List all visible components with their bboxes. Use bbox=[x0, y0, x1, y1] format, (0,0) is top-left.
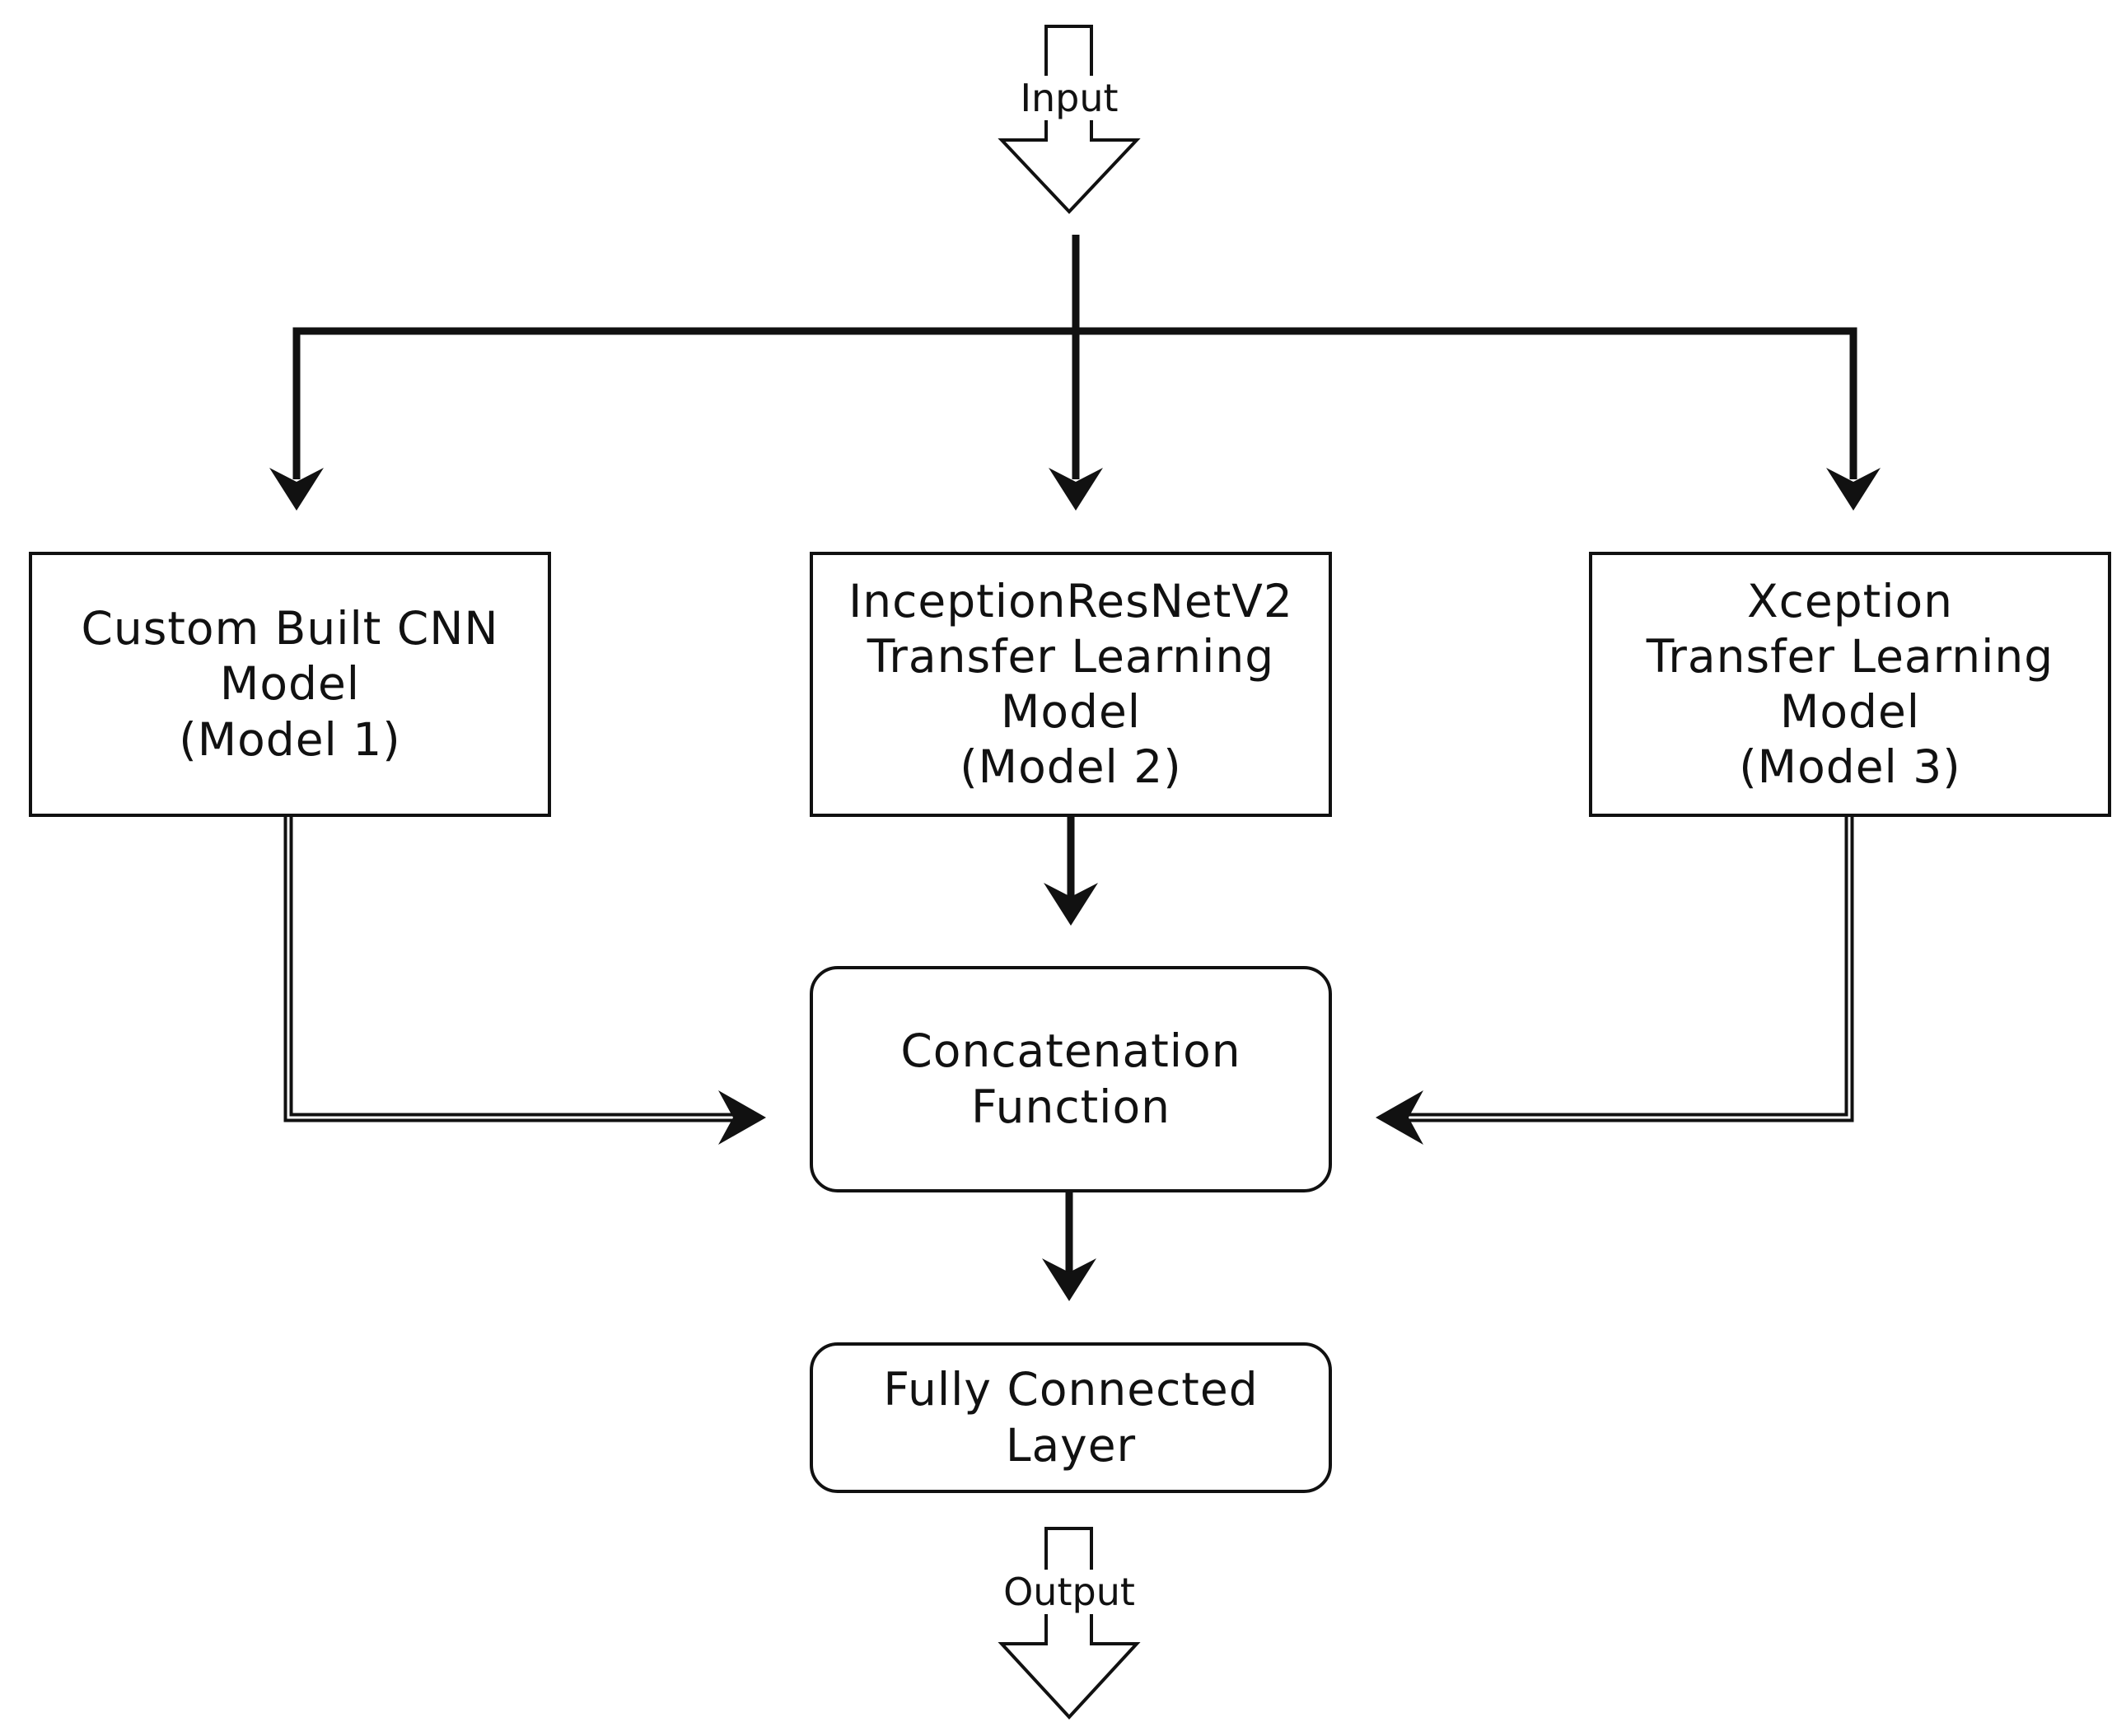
arrowhead-to-model3-icon bbox=[1826, 468, 1881, 511]
output-label: Output bbox=[1000, 1570, 1138, 1614]
fc-line1: Fully Connected bbox=[883, 1363, 1259, 1416]
model1-line2: Model bbox=[219, 657, 361, 711]
model1-line3: (Model 1) bbox=[179, 712, 401, 766]
concatenation-box: Concatenation Function bbox=[810, 966, 1332, 1192]
arrowhead-model3-to-concat-icon bbox=[1376, 1090, 1423, 1145]
model2-line1: InceptionResNetV2 bbox=[848, 574, 1293, 628]
model2-line2: Transfer Learning bbox=[867, 629, 1275, 683]
model3-line1: Xception bbox=[1746, 574, 1953, 628]
model3-box: Xception Transfer Learning Model (Model … bbox=[1589, 552, 2111, 817]
arrowhead-to-model2-icon bbox=[1049, 468, 1103, 511]
model1-box: Custom Built CNN Model (Model 1) bbox=[29, 552, 551, 817]
model3-line4: (Model 3) bbox=[1739, 740, 1961, 794]
model3-to-concat-line bbox=[1404, 815, 1854, 1122]
output-arrow-icon bbox=[998, 1527, 1141, 1720]
model2-box: InceptionResNetV2 Transfer Learning Mode… bbox=[810, 552, 1332, 817]
model1-to-concat-line-inner bbox=[287, 815, 745, 1119]
fully-connected-box: Fully Connected Layer bbox=[810, 1342, 1332, 1493]
model3-line3: Model bbox=[1779, 685, 1921, 738]
model2-line4: (Model 2) bbox=[960, 740, 1182, 794]
arrowhead-to-model1-icon bbox=[269, 468, 324, 511]
arrowhead-model1-to-concat-icon bbox=[718, 1090, 766, 1145]
arrowhead-concat-to-fc-icon bbox=[1042, 1258, 1096, 1301]
concat-line2: Function bbox=[971, 1080, 1170, 1133]
branch-line bbox=[292, 327, 1857, 479]
concat-line1: Concatenation bbox=[900, 1024, 1241, 1078]
fc-line2: Layer bbox=[1005, 1418, 1137, 1472]
model3-line2: Transfer Learning bbox=[1646, 629, 2054, 683]
model1-line1: Custom Built CNN bbox=[81, 602, 499, 656]
arrowhead-model2-to-concat-icon bbox=[1044, 883, 1098, 926]
input-label: Input bbox=[1016, 76, 1122, 120]
model1-to-concat-line bbox=[283, 815, 745, 1122]
model3-to-concat-line-inner bbox=[1404, 815, 1851, 1119]
model2-line3: Model bbox=[1000, 685, 1142, 738]
